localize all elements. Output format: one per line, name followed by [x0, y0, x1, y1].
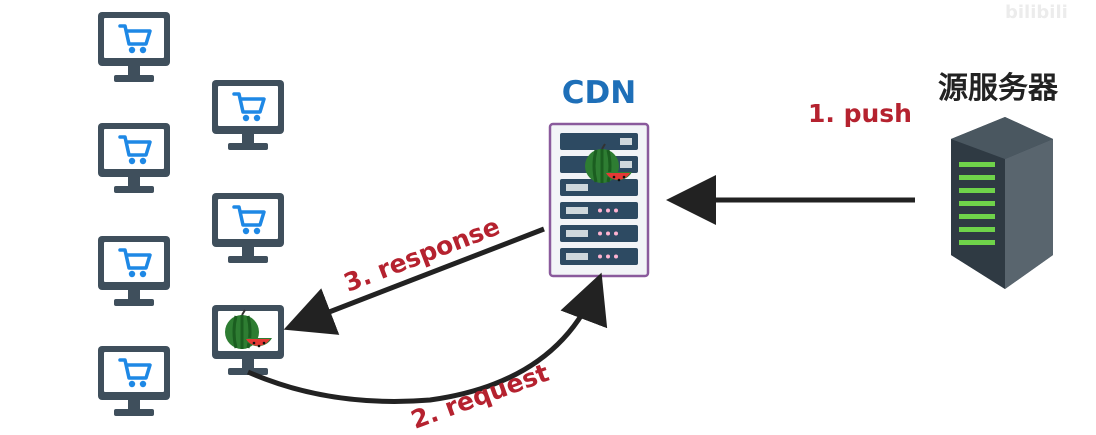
client-monitor-1: [98, 12, 170, 82]
client-monitor-4: [98, 346, 170, 416]
origin-server-label: 源服务器: [938, 71, 1059, 106]
rack-slots: [560, 133, 638, 265]
request-label: 2. request: [407, 358, 553, 435]
response-arrow: [283, 226, 545, 335]
request-arrow: [246, 272, 608, 404]
server-led-rows: [959, 162, 995, 245]
origin-server-tower: [951, 117, 1053, 289]
client-monitor-2: [98, 123, 170, 193]
push-label: 1. push: [808, 99, 912, 128]
client-monitor-3: [98, 236, 170, 306]
client-monitor-6: [212, 193, 284, 263]
cdn-server-rack: [548, 122, 650, 278]
client-monitor-requesting: [212, 305, 284, 375]
watermark-text: bilibili: [1005, 2, 1068, 23]
cdn-label: CDN: [562, 75, 636, 111]
client-monitor-5: [212, 80, 284, 150]
